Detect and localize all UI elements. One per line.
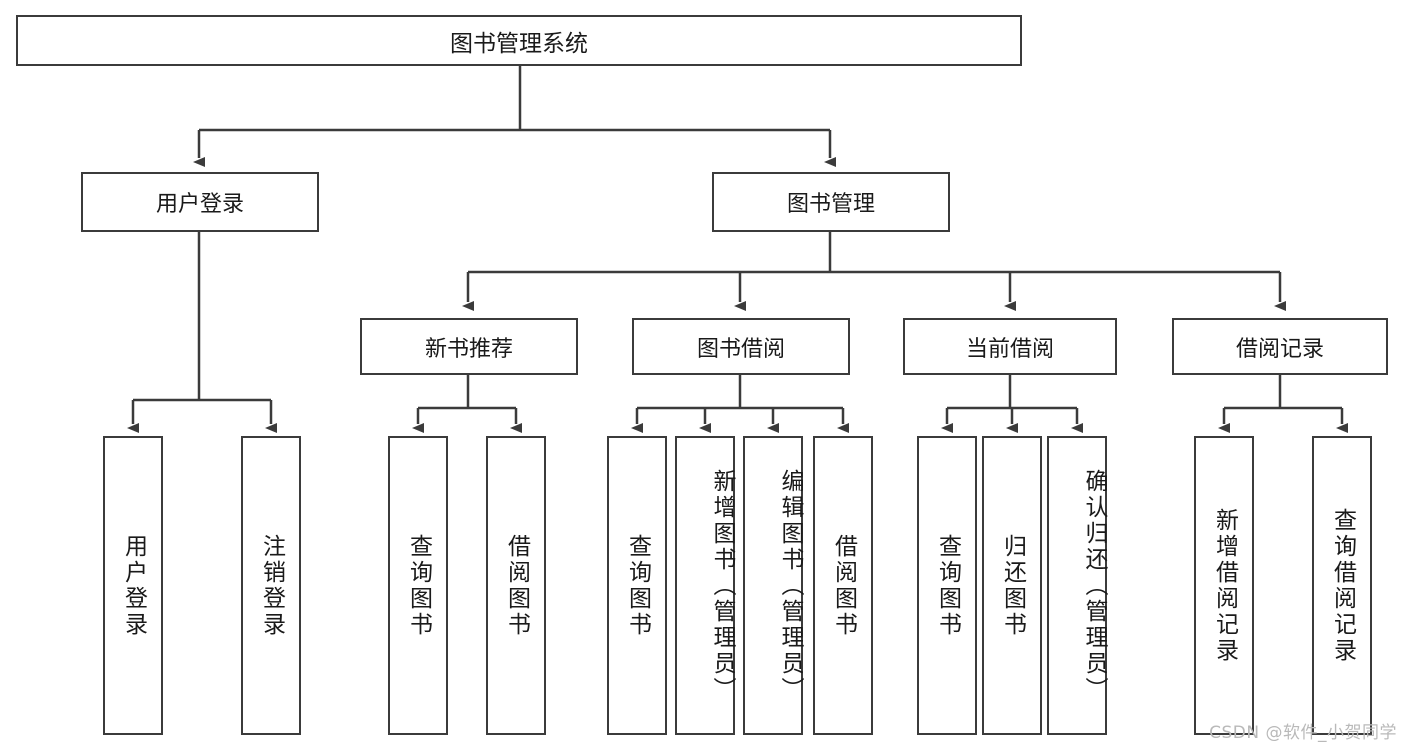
- node-current-borrow-label: 当前借阅: [965, 336, 1054, 362]
- leaf-confirm-return-label: 确认归还（管理员）: [1081, 468, 1107, 703]
- node-book-borrow[interactable]: 图书借阅: [632, 318, 850, 375]
- node-book-manage[interactable]: 图书管理: [712, 172, 950, 232]
- leaf-query-record-label: 查询借阅记录: [1329, 507, 1356, 664]
- leaf-query-book-1[interactable]: 查询图书: [388, 436, 448, 735]
- leaf-edit-book[interactable]: 编辑图书（管理员）: [743, 436, 803, 735]
- leaf-user-login[interactable]: 用户登录: [103, 436, 163, 735]
- leaf-confirm-return[interactable]: 确认归还（管理员）: [1047, 436, 1107, 735]
- leaf-user-login-label: 用户登录: [120, 533, 147, 638]
- node-new-book-rec[interactable]: 新书推荐: [360, 318, 578, 375]
- leaf-query-book-2[interactable]: 查询图书: [607, 436, 667, 735]
- leaf-return-book[interactable]: 归还图书: [982, 436, 1042, 735]
- leaf-query-record[interactable]: 查询借阅记录: [1312, 436, 1372, 735]
- leaf-borrow-book-2-label: 借阅图书: [830, 533, 857, 638]
- leaf-logout[interactable]: 注销登录: [241, 436, 301, 735]
- node-book-borrow-label: 图书借阅: [696, 336, 785, 362]
- node-borrow-record[interactable]: 借阅记录: [1172, 318, 1388, 375]
- watermark: CSDN @软件_小贺同学: [1209, 723, 1397, 743]
- leaf-logout-label: 注销登录: [258, 533, 285, 638]
- leaf-query-book-3[interactable]: 查询图书: [917, 436, 977, 735]
- leaf-query-book-2-label: 查询图书: [624, 533, 651, 638]
- node-new-book-rec-label: 新书推荐: [424, 336, 513, 362]
- leaf-borrow-book-2[interactable]: 借阅图书: [813, 436, 873, 735]
- node-user-login-label: 用户登录: [155, 192, 244, 217]
- node-current-borrow[interactable]: 当前借阅: [903, 318, 1117, 375]
- node-root-label: 图书管理系统: [450, 30, 588, 57]
- leaf-query-book-3-label: 查询图书: [934, 533, 961, 638]
- leaf-add-record[interactable]: 新增借阅记录: [1194, 436, 1254, 735]
- leaf-query-book-1-label: 查询图书: [405, 533, 432, 638]
- leaf-borrow-book-1-label: 借阅图书: [503, 533, 530, 638]
- leaf-borrow-book-1[interactable]: 借阅图书: [486, 436, 546, 735]
- leaf-add-book[interactable]: 新增图书（管理员）: [675, 436, 735, 735]
- node-root[interactable]: 图书管理系统: [16, 15, 1022, 66]
- leaf-add-book-label: 新增图书（管理员）: [709, 468, 735, 703]
- leaf-edit-book-label: 编辑图书（管理员）: [777, 468, 803, 703]
- node-user-login[interactable]: 用户登录: [81, 172, 319, 232]
- node-borrow-record-label: 借阅记录: [1235, 336, 1324, 362]
- leaf-return-book-label: 归还图书: [999, 533, 1026, 638]
- leaf-add-record-label: 新增借阅记录: [1211, 507, 1238, 664]
- node-book-manage-label: 图书管理: [786, 192, 875, 217]
